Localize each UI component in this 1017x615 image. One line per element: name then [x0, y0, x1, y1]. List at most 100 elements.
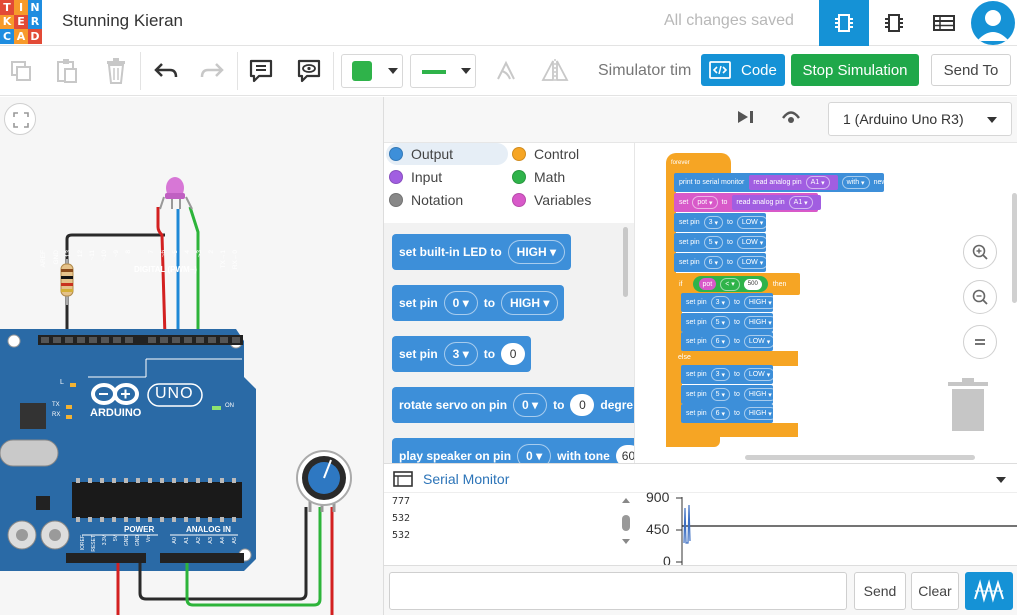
redo-button[interactable] — [197, 46, 227, 96]
circuit-canvas[interactable]: AREF GND 13 12 ~11 ~10 ~9 8 7 ~6 ~5 4 ~3… — [0, 97, 383, 615]
block-dropdown[interactable]: HIGH ▾ — [743, 388, 777, 401]
fill-color-dropdown[interactable] — [341, 54, 403, 88]
zoom-reset-button[interactable] — [963, 325, 997, 359]
note-button[interactable] — [246, 46, 276, 96]
block-dropdown[interactable]: 0 ▾ — [517, 444, 552, 463]
flip-button[interactable] — [537, 46, 573, 96]
schematic-view-button[interactable] — [869, 0, 919, 46]
block-number-input[interactable]: 60 — [615, 445, 634, 463]
code-button[interactable]: Code — [701, 54, 785, 86]
category-input[interactable]: Input — [389, 166, 442, 188]
block-dropdown[interactable]: with ▾ — [841, 176, 870, 189]
palette-scrollbar[interactable] — [623, 227, 628, 297]
category-math[interactable]: Math — [512, 166, 565, 188]
block-dropdown[interactable]: 6 ▾ — [710, 407, 730, 420]
block-dropdown[interactable]: 3 ▾ — [703, 216, 723, 229]
block-dropdown[interactable]: 0 ▾ — [443, 291, 478, 315]
set-pin-block[interactable]: set pin 6 ▾ to LOW ▾ — [681, 332, 776, 351]
set-variable-block[interactable]: set pot ▾ to read analog pin A1 ▾ — [674, 193, 821, 212]
block-dropdown[interactable]: HIGH ▾ — [743, 407, 777, 420]
block-dropdown[interactable]: LOW ▾ — [736, 256, 769, 269]
workspace-hscroll[interactable] — [745, 455, 975, 460]
read-analog-block[interactable]: read analog pin A1 ▾ — [732, 195, 821, 210]
step-button[interactable] — [736, 109, 762, 131]
variable-chip[interactable]: pot — [698, 278, 717, 290]
block-dropdown[interactable]: HIGH ▾ — [501, 291, 559, 315]
block-dropdown[interactable]: A1 ▾ — [788, 196, 813, 209]
serial-send-button[interactable]: Send — [854, 572, 906, 610]
compare-block[interactable]: pot < ▾ 500 — [692, 276, 768, 292]
set-pin-block[interactable]: set pin 5 ▾ to LOW ▾ — [674, 233, 769, 252]
block-dropdown[interactable]: 5 ▾ — [710, 316, 730, 329]
paste-button[interactable] — [52, 46, 82, 96]
project-title[interactable]: Stunning Kieran — [62, 11, 183, 30]
debug-button[interactable] — [780, 107, 806, 131]
if-else-block[interactable]: if pot < ▾ 500 then — [674, 273, 800, 295]
set-pin-block[interactable]: set pin 5 ▾ to HIGH ▾ — [681, 385, 777, 404]
serial-input[interactable] — [389, 572, 847, 610]
set-pin-block[interactable]: set pin 5 ▾ to HIGH ▾ — [681, 313, 777, 332]
component-list-button[interactable] — [919, 0, 969, 46]
category-output[interactable]: Output — [386, 143, 508, 165]
wire-color-dropdown[interactable] — [410, 54, 476, 88]
serial-scrollbar[interactable] — [620, 495, 632, 547]
block-dropdown[interactable]: 3 ▾ — [710, 296, 730, 309]
set-pin-block[interactable]: set pin 6 ▾ to HIGH ▾ — [681, 404, 777, 423]
undo-button[interactable] — [151, 46, 181, 96]
read-analog-block[interactable]: read analog pin A1 ▾ — [749, 175, 838, 190]
palette-block-rotate-servo[interactable]: rotate servo on pin 0 ▾ to 0 degre — [392, 387, 634, 423]
category-variables[interactable]: Variables — [512, 189, 591, 211]
delete-button[interactable] — [101, 46, 131, 96]
stop-simulation-button[interactable]: Stop Simulation — [791, 54, 919, 86]
send-to-button[interactable]: Send To — [931, 54, 1011, 86]
block-dropdown[interactable]: 5 ▾ — [703, 236, 723, 249]
palette-block-play-speaker[interactable]: play speaker on pin 0 ▾ with tone 60 — [392, 438, 634, 463]
code-workspace[interactable]: forever print to serial monitor read ana… — [634, 143, 1017, 463]
block-dropdown[interactable]: HIGH ▾ — [743, 316, 777, 329]
set-pin-block[interactable]: set pin 3 ▾ to LOW ▾ — [674, 213, 769, 232]
block-dropdown[interactable]: LOW ▾ — [743, 335, 776, 348]
block-dropdown[interactable]: LOW ▾ — [736, 216, 769, 229]
fit-view-button[interactable] — [4, 103, 36, 135]
trash-can[interactable] — [946, 376, 990, 434]
block-dropdown[interactable]: 3 ▾ — [710, 368, 730, 381]
forever-block[interactable]: forever — [666, 153, 731, 175]
zoom-out-button[interactable] — [963, 280, 997, 314]
set-pin-block[interactable]: set pin 6 ▾ to LOW ▾ — [674, 253, 769, 272]
category-control[interactable]: Control — [512, 143, 579, 165]
circuit-view-button[interactable] — [819, 0, 869, 46]
category-notation[interactable]: Notation — [389, 189, 463, 211]
serial-clear-button[interactable]: Clear — [911, 572, 959, 610]
block-dropdown[interactable]: HIGH ▾ — [507, 240, 566, 264]
serial-monitor-header[interactable]: Serial Monitor — [384, 463, 1017, 493]
palette-block-set-pin-digital[interactable]: set pin 0 ▾ to HIGH ▾ — [392, 285, 565, 321]
block-dropdown[interactable]: 6 ▾ — [703, 256, 723, 269]
block-dropdown[interactable]: 5 ▾ — [710, 388, 730, 401]
zoom-in-button[interactable] — [963, 235, 997, 269]
print-serial-block[interactable]: print to serial monitor read analog pin … — [674, 173, 897, 192]
visibility-button[interactable] — [294, 46, 324, 96]
block-number-input[interactable]: 0 — [501, 343, 526, 365]
block-dropdown[interactable]: A1 ▾ — [805, 176, 830, 189]
copy-button[interactable] — [6, 46, 36, 96]
block-dropdown[interactable]: pot ▾ — [692, 196, 718, 209]
tinkercad-logo[interactable]: T I N K E R C A D — [0, 0, 42, 44]
palette-block-set-builtin-led[interactable]: set built-in LED to HIGH ▾ — [392, 234, 572, 270]
block-dropdown[interactable]: 0 ▾ — [513, 393, 548, 417]
rotate-button[interactable] — [489, 46, 523, 96]
block-dropdown[interactable]: LOW ▾ — [743, 368, 776, 381]
user-avatar[interactable] — [971, 1, 1015, 45]
device-select[interactable]: 1 (Arduino Uno R3) — [828, 102, 1012, 136]
block-dropdown[interactable]: 6 ▾ — [710, 335, 730, 348]
block-number-input[interactable]: 0 — [570, 394, 595, 416]
block-dropdown[interactable]: 3 ▾ — [443, 342, 478, 366]
set-pin-block[interactable]: set pin 3 ▾ to LOW ▾ — [681, 365, 776, 384]
palette-block-set-pin-analog[interactable]: set pin 3 ▾ to 0 — [392, 336, 532, 372]
block-dropdown[interactable]: < ▾ — [720, 277, 740, 291]
block-number-input[interactable]: 500 — [743, 278, 762, 290]
workspace-vscroll[interactable] — [1012, 193, 1017, 303]
set-pin-block[interactable]: set pin 3 ▾ to HIGH ▾ — [681, 293, 777, 312]
block-dropdown[interactable]: LOW ▾ — [736, 236, 769, 249]
block-dropdown[interactable]: HIGH ▾ — [743, 296, 777, 309]
serial-graph-toggle[interactable] — [965, 572, 1013, 610]
